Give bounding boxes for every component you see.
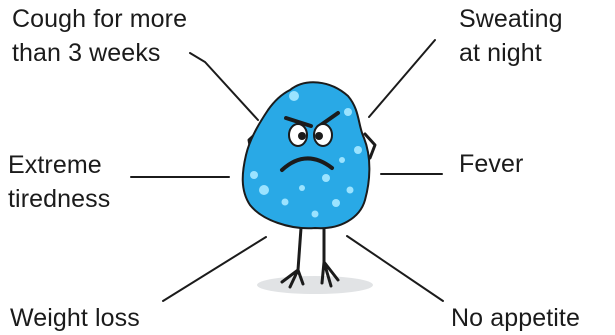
weight-loss-connector [163,237,266,301]
ground-shadow [257,276,373,294]
symptom-cough-label: Cough for more than 3 weeks [12,2,187,70]
appetite-connector [347,236,443,301]
symptom-fever-label: Fever [459,147,523,181]
symptom-tiredness-line-1: Extreme [8,148,110,182]
symptom-tiredness-label: Extreme tiredness [8,148,110,216]
symptom-cough-line-2: than 3 weeks [12,36,187,70]
sweating-connector [369,40,435,117]
symptom-tiredness-line-2: tiredness [8,182,110,216]
symptom-sweating-line-1: Sweating [459,2,563,36]
symptom-sweating-line-2: at night [459,36,563,70]
germ-character [243,82,375,294]
symptom-weight-loss-label: Weight loss [10,301,140,335]
germ-body [243,82,370,228]
cough-connector [190,53,258,120]
symptom-cough-line-1: Cough for more [12,2,187,36]
symptom-sweating-label: Sweating at night [459,2,563,70]
symptom-appetite-label: No appetite [451,301,580,335]
